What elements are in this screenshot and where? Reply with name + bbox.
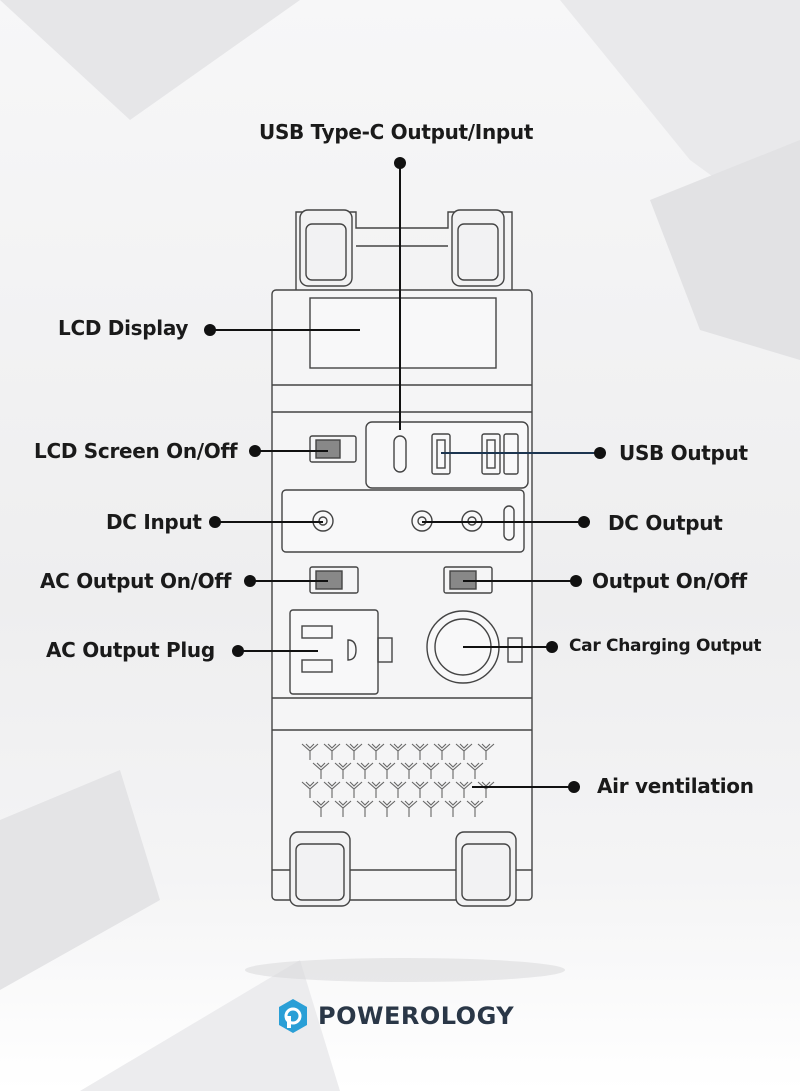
vent-slot	[411, 781, 429, 798]
vent-slot	[301, 781, 319, 798]
vent-slot	[433, 781, 451, 798]
label-usb-c: USB Type-C Output/Input	[259, 120, 534, 144]
vent-slot	[422, 800, 440, 817]
callout-lines	[210, 163, 600, 788]
vent-slot	[334, 762, 352, 779]
vent-slot	[301, 743, 319, 760]
vent-slot	[378, 800, 396, 817]
vent-slot	[378, 762, 396, 779]
vent-slot	[466, 800, 484, 817]
vent-slot	[400, 800, 418, 817]
vent-slot	[334, 800, 352, 817]
vent-slot	[356, 800, 374, 817]
vent-slot	[411, 743, 429, 760]
brand-name: POWEROLOGY	[318, 1002, 515, 1030]
vent-slot	[345, 743, 363, 760]
lcd-switch	[309, 435, 357, 463]
usb-panel	[365, 421, 529, 489]
vent-slot	[312, 762, 330, 779]
vent-slot	[444, 800, 462, 817]
vent-slot	[477, 743, 495, 760]
ventilation-grille	[301, 743, 495, 817]
vent-slot	[422, 762, 440, 779]
label-lcd-screen-onoff: LCD Screen On/Off	[34, 439, 238, 463]
vent-slot	[323, 781, 341, 798]
vent-slot	[455, 781, 473, 798]
brand-logo: POWEROLOGY	[276, 996, 514, 1036]
vent-slot	[367, 781, 385, 798]
label-ac-output-onoff: AC Output On/Off	[40, 569, 232, 593]
vent-slot	[466, 762, 484, 779]
vent-slot	[312, 800, 330, 817]
callout-dots	[204, 157, 606, 793]
label-usb-output: USB Output	[619, 441, 748, 465]
label-output-onoff: Output On/Off	[592, 569, 747, 593]
bottom-feet	[289, 831, 517, 907]
vent-slot	[455, 743, 473, 760]
label-ac-output-plug: AC Output Plug	[46, 638, 215, 662]
label-lcd-display: LCD Display	[58, 316, 189, 340]
vent-slot	[356, 762, 374, 779]
label-air-ventilation: Air ventilation	[597, 774, 754, 798]
vent-slot	[433, 743, 451, 760]
device-body	[271, 289, 533, 901]
vent-slot	[400, 762, 418, 779]
vent-slot	[389, 781, 407, 798]
lcd-display	[309, 297, 497, 369]
usb-c-port	[393, 435, 407, 473]
powerology-logo-icon	[279, 999, 307, 1033]
vent-slot	[367, 743, 385, 760]
label-dc-input: DC Input	[106, 510, 202, 534]
vent-slot	[323, 743, 341, 760]
vent-slot	[444, 762, 462, 779]
label-dc-output: DC Output	[608, 511, 723, 535]
label-car-charging-output: Car Charging Output	[569, 636, 762, 656]
vent-slot	[389, 743, 407, 760]
top-handle	[295, 209, 513, 290]
vent-slot	[345, 781, 363, 798]
